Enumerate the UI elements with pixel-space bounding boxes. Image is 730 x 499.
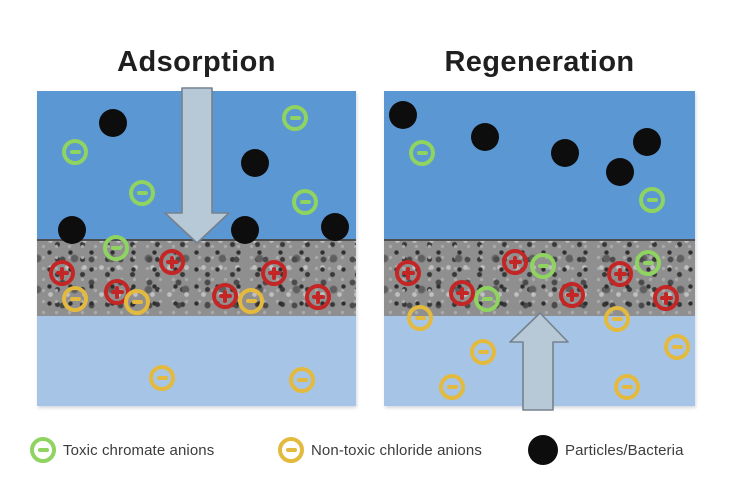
legend-item-particle: Particles/Bacteria — [528, 433, 684, 467]
legend-label: Particles/Bacteria — [565, 441, 684, 459]
upward-flow-arrow — [509, 312, 569, 411]
downward-flow-arrow — [164, 87, 230, 244]
particle-icon — [528, 435, 558, 465]
minus-glyph — [285, 448, 297, 452]
regeneration-title: Regeneration — [444, 46, 635, 78]
minus-glyph — [37, 448, 49, 452]
membrane-layer — [37, 239, 356, 318]
upper-water-region — [384, 91, 695, 239]
adsorption-title: Adsorption — [117, 46, 276, 78]
chromate-anion-icon — [30, 437, 56, 463]
lower-water-region — [37, 316, 356, 406]
membrane-layer — [384, 239, 695, 318]
legend-label: Non-toxic chloride anions — [311, 441, 482, 459]
legend: Toxic chromate anions Non-toxic chloride… — [0, 433, 730, 467]
legend-item-chloride: Non-toxic chloride anions — [278, 433, 482, 467]
legend-item-chromate: Toxic chromate anions — [30, 433, 214, 467]
legend-label: Toxic chromate anions — [63, 441, 215, 459]
chloride-anion-icon — [278, 437, 304, 463]
